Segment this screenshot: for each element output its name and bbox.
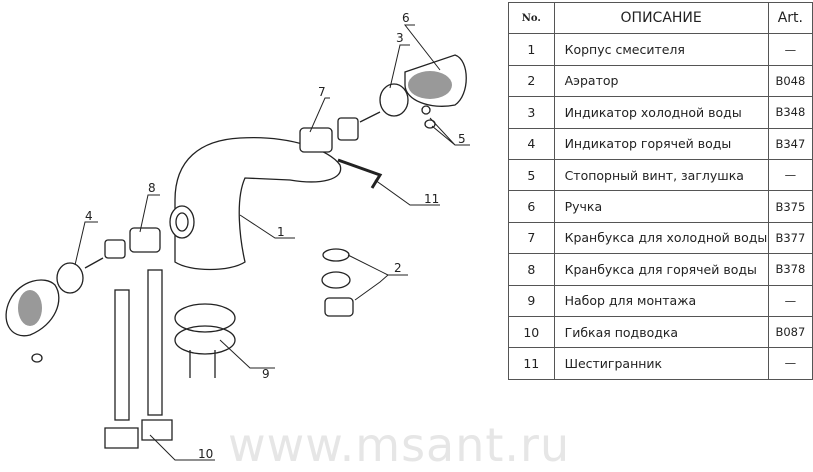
cell-description: Индикатор холодной воды	[553, 96, 769, 129]
cell-no: 6	[508, 190, 555, 223]
cell-description: Корпус смесителя	[553, 33, 769, 66]
cell-no: 7	[508, 221, 555, 255]
watermark: www.msant.ru	[228, 418, 571, 472]
indicator-ring-cold	[379, 83, 409, 117]
faucet-body	[169, 136, 342, 271]
cell-description: Кранбукса для холодной воды	[553, 221, 769, 255]
callout-3: 3	[396, 31, 404, 45]
cell-art: B347	[767, 127, 813, 160]
handle-hot	[5, 279, 60, 363]
screw-plug	[421, 105, 436, 129]
cell-art: B377	[767, 221, 813, 255]
callout-5: 5	[458, 132, 466, 146]
header-description: ОПИСАНИЕ	[553, 1, 769, 35]
hex-key	[337, 158, 383, 189]
callout-2: 2	[394, 261, 402, 275]
handle-cold	[404, 54, 467, 107]
cell-art: —	[767, 284, 813, 317]
aerator	[321, 248, 354, 317]
exploded-faucet-diagram: 1 2 3 4 5 6 7 8 9 10 11	[5, 11, 470, 461]
cell-description: Индикатор горячей воды	[553, 127, 769, 160]
callout-1: 1	[277, 225, 285, 239]
callout-9: 9	[262, 367, 270, 381]
cell-no: 1	[508, 33, 555, 66]
cell-art: —	[767, 158, 813, 192]
cartridge-hot	[84, 227, 161, 269]
callout-4: 4	[85, 209, 93, 223]
cell-art: B348	[767, 96, 813, 129]
cell-no: 9	[508, 284, 555, 317]
cell-art: —	[767, 347, 813, 380]
callout-11: 11	[424, 192, 439, 206]
cartridge-cold	[299, 111, 381, 153]
header-no: No.	[508, 1, 555, 35]
callout-6: 6	[402, 11, 410, 25]
flexible-hoses	[104, 269, 173, 449]
indicator-ring-hot	[56, 262, 84, 294]
cell-no: 5	[508, 158, 555, 192]
cell-description: Набор для монтажа	[553, 284, 769, 317]
callout-10: 10	[198, 447, 213, 461]
cell-art: B048	[767, 64, 813, 98]
cell-art: B378	[767, 253, 813, 286]
callout-7: 7	[318, 85, 326, 99]
cell-no: 4	[508, 127, 555, 160]
cell-no: 2	[508, 64, 555, 98]
cell-description: Гибкая подводка	[553, 315, 769, 349]
cell-no: 10	[508, 315, 555, 349]
cell-description: Ручка	[553, 190, 769, 223]
cell-description: Стопорный винт, заглушка	[553, 158, 769, 192]
cell-no: 11	[508, 347, 555, 380]
cell-no: 3	[508, 96, 555, 129]
table-header-row: No. ОПИСАНИЕ Art.	[508, 1, 813, 35]
cell-art: —	[767, 33, 813, 66]
cell-description: Шестигранник	[553, 347, 769, 380]
cell-art: B375	[767, 190, 813, 223]
header-art: Art.	[767, 1, 813, 35]
cell-description: Аэратор	[553, 64, 769, 98]
cell-art: B087	[767, 315, 813, 349]
cell-no: 8	[508, 253, 555, 286]
callout-lines	[74, 24, 470, 461]
mounting-kit	[174, 303, 236, 378]
callout-8: 8	[148, 181, 156, 195]
cell-description: Кранбукса для горячей воды	[553, 253, 769, 286]
